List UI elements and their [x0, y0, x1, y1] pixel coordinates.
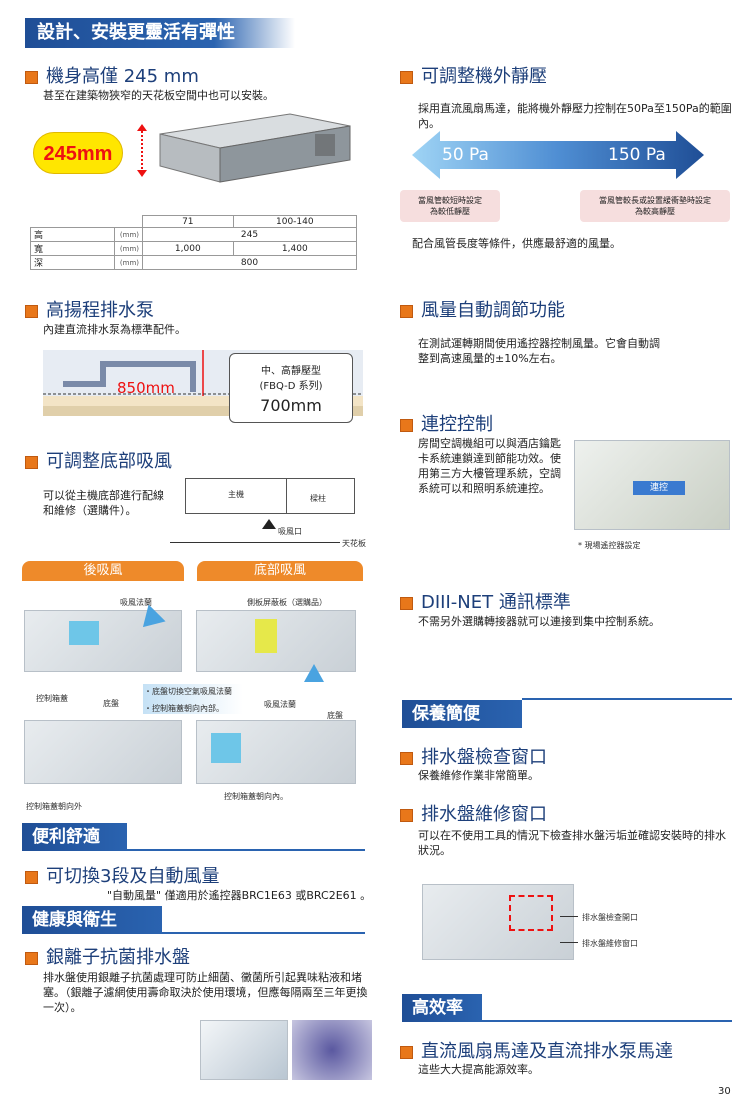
bottom-intake-image-1: [196, 610, 356, 672]
label-repair-window: 排水盤維修窗口: [582, 939, 638, 948]
dc-motor-desc: 這些大大提高能源效率。: [418, 1063, 539, 1076]
pump-callout-box: 中、高靜壓型 (FBQ-D 系列) 700mm: [229, 353, 353, 423]
table-header: 100-140: [232, 215, 358, 228]
orange-bullet-icon: [25, 304, 38, 318]
pump-section-title: 高揚程排水泵: [25, 296, 154, 322]
drain-window-image: [422, 884, 574, 960]
orange-bullet-icon: [400, 751, 413, 765]
airflow-up-arrow-icon: [304, 664, 324, 682]
orange-bullet-icon: [400, 70, 413, 84]
bottom-intake-title: 可調整底部吸風: [25, 447, 172, 473]
orange-bullet-icon: [400, 808, 413, 822]
pump-850-label: 850mm: [117, 379, 175, 397]
diii-net-desc: 不需另外選購轉接器就可以連接到集中控制系統。: [418, 615, 660, 628]
long-duct-note: 當風管較長或設置緩衝墊時設定為較高靜壓: [580, 190, 730, 222]
label-control-out: 控制箱蓋朝向外: [26, 802, 82, 811]
short-duct-note: 當風管較短時設定為較低靜壓: [400, 190, 500, 222]
bottom-intake-image-2: [196, 720, 356, 784]
note-arrow: [143, 684, 243, 714]
arrow-up-icon: [137, 124, 147, 131]
label-flange-2: 吸風法蘭: [264, 700, 296, 709]
height-badge: 245mm: [33, 132, 123, 174]
label-bottom-plate: 底盤: [103, 699, 119, 708]
fan-speed-note: "自動風量" 僅適用於遙控器BRC1E63 或BRC2E61 。: [107, 889, 372, 902]
maintenance-rule: [522, 698, 732, 700]
health-section-bar: 健康與衛生: [22, 906, 162, 934]
table-row: 深(mm) 800: [30, 255, 357, 270]
orange-bullet-icon: [25, 870, 38, 884]
interlock-title: 連控控制: [400, 410, 493, 436]
silver-ion-image: [292, 1020, 372, 1080]
static-pressure-title: 可調整機外靜壓: [400, 62, 547, 88]
comfort-rule: [127, 849, 365, 851]
table-row: 高(mm) 245: [30, 227, 357, 242]
orange-bullet-icon: [400, 1045, 413, 1059]
inlet-label: 吸風口: [278, 527, 302, 536]
label-side-panel: 側板屏蔽板（選購品）: [247, 598, 327, 607]
label-control-in: 控制箱蓋朝向內。: [224, 792, 288, 801]
silver-ion-desc: 排水盤使用銀離子抗菌處理可防止細菌、黴菌所引起異味粘液和堵塞。（銀離子濾網使用壽…: [43, 971, 368, 1014]
label-flange: 吸風法蘭: [120, 598, 152, 607]
orange-bullet-icon: [25, 951, 38, 965]
callout-line: [560, 942, 578, 943]
orange-bullet-icon: [400, 596, 413, 610]
drain-check-desc: 保養維修作業非常簡單。: [418, 769, 539, 782]
intake-arrow-icon: [262, 519, 276, 529]
ceiling-line: [170, 542, 340, 543]
static-pressure-note: 配合風管長度等條件，供應最舒適的風量。: [412, 237, 621, 250]
drain-repair-desc: 可以在不使用工具的情況下檢查排水盤污垢並確認安裝時的排水狀況。: [418, 829, 726, 857]
diii-net-title: DIII-NET 通訊標準: [400, 588, 571, 614]
comfort-section-bar: 便利舒適: [22, 823, 127, 851]
arrow-down-icon: [137, 170, 147, 177]
note-1: ・底盤切換空氣吸風法蘭: [144, 687, 232, 696]
interlock-caption: * 現場遙控器設定: [578, 541, 641, 550]
drain-pan-image: [200, 1020, 288, 1080]
silver-ion-title: 銀離子抗菌排水盤: [25, 943, 190, 969]
pressure-high-label: 150 Pa: [608, 145, 666, 165]
ceiling-label: 天花板: [342, 539, 366, 548]
interlock-badge: 連控: [633, 481, 685, 495]
height-section-title: 機身高僅 245 mm: [25, 62, 199, 88]
auto-airflow-title: 風量自動調節功能: [400, 296, 565, 322]
static-pressure-desc: 採用直流風扇馬達，能將機外靜壓力控制在50Pa至150Pa的範圍內。: [418, 102, 732, 130]
drain-check-title: 排水盤檢查窗口: [400, 743, 547, 769]
pressure-range-arrow: [412, 131, 704, 179]
orange-bullet-icon: [400, 304, 413, 318]
interlock-desc: 房間空調機組可以與酒店鑰匙卡系統連鎖達到節能功效。使用第三方大樓管理系統，空調系…: [418, 437, 561, 495]
page-number: 30: [718, 1086, 731, 1097]
rear-intake-image-1: [24, 610, 182, 672]
callout-line: [560, 916, 578, 917]
efficiency-section-bar: 高效率: [402, 994, 482, 1022]
fan-speed-title: 可切換3段及自動風量: [25, 862, 219, 888]
maintenance-section-bar: 保養簡便: [402, 700, 522, 728]
orange-bullet-icon: [25, 455, 38, 469]
auto-airflow-desc: 在測試運轉期間使用遙控器控制風量。它會自動調整到高速風量的±10%左右。: [418, 337, 660, 365]
drain-repair-title: 排水盤維修窗口: [400, 800, 547, 826]
note-2: ・控制箱蓋朝向內部。: [144, 704, 224, 713]
pressure-low-label: 50 Pa: [442, 145, 489, 165]
table-header: 71: [142, 215, 234, 228]
rear-intake-image-2: [24, 720, 182, 784]
orange-bullet-icon: [400, 418, 413, 432]
height-desc: 甚至在建築物狹窄的天花板空間中也可以安裝。: [43, 89, 274, 102]
pump-desc: 內建直流排水泵為標準配件。: [43, 323, 186, 336]
efficiency-rule: [482, 1020, 732, 1022]
dc-motor-title: 直流風扇馬達及直流排水泵馬達: [400, 1037, 673, 1063]
health-rule: [162, 932, 365, 934]
label-control-box: 控制箱蓋: [36, 694, 68, 703]
tab-bottom-intake: 底部吸風: [197, 561, 363, 581]
orange-bullet-icon: [25, 70, 38, 84]
label-check-opening: 排水盤檢查開口: [582, 913, 638, 922]
height-arrow-icon: [141, 128, 143, 172]
tab-rear-intake: 後吸風: [22, 561, 184, 581]
page-banner: 設計、安裝更靈活有彈性: [25, 18, 295, 48]
bottom-intake-desc: 可以從主機底部進行配線和維修（選購件）。: [43, 489, 164, 517]
ducted-unit-image: [159, 113, 351, 183]
room-interlock-image: 連控: [574, 440, 730, 530]
intake-unit-diagram: 主機 樑柱: [185, 478, 355, 514]
label-bottom-plate-2: 底盤: [327, 711, 343, 720]
